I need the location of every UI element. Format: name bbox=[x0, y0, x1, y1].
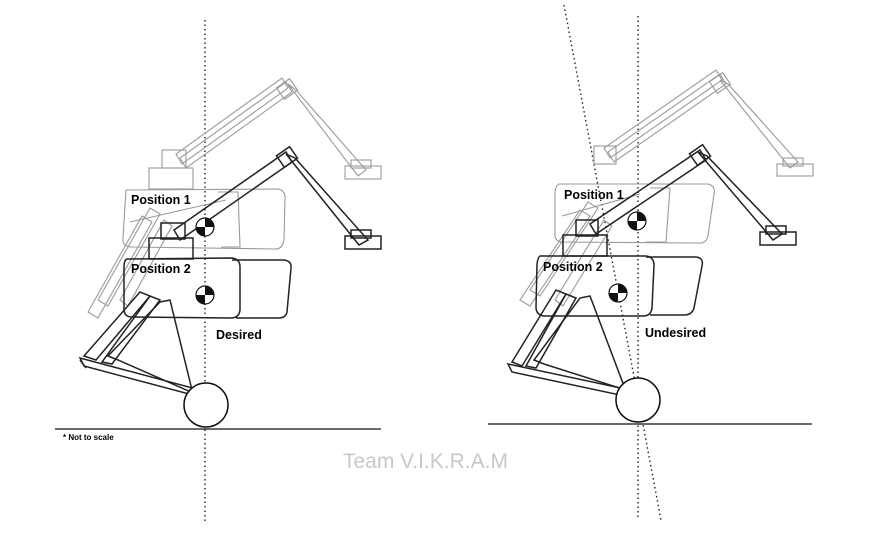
right-ghost-arm bbox=[594, 70, 813, 176]
right-diagram bbox=[488, 5, 813, 520]
right-main-legs bbox=[508, 290, 634, 398]
left-desired-caption: Desired bbox=[216, 328, 262, 342]
left-diagram bbox=[55, 20, 381, 522]
left-ghost-arm bbox=[149, 78, 381, 189]
left-cg-marker-position1 bbox=[196, 218, 214, 236]
right-wheel bbox=[616, 378, 660, 422]
left-position1-label: Position 1 bbox=[131, 193, 191, 207]
right-position2-label: Position 2 bbox=[543, 260, 603, 274]
left-main-legs bbox=[80, 292, 204, 398]
right-undesired-caption: Undesired bbox=[645, 326, 706, 340]
right-cg-marker-position1 bbox=[628, 212, 646, 230]
not-to-scale-note: * Not to scale bbox=[63, 433, 114, 442]
left-cg-marker-position2 bbox=[196, 286, 214, 304]
right-position1-label: Position 1 bbox=[564, 188, 624, 202]
left-position2-label: Position 2 bbox=[131, 262, 191, 276]
team-watermark: Team V.I.K.R.A.M bbox=[343, 450, 508, 474]
right-cg-marker-position2 bbox=[609, 284, 627, 302]
left-wheel bbox=[184, 383, 228, 427]
